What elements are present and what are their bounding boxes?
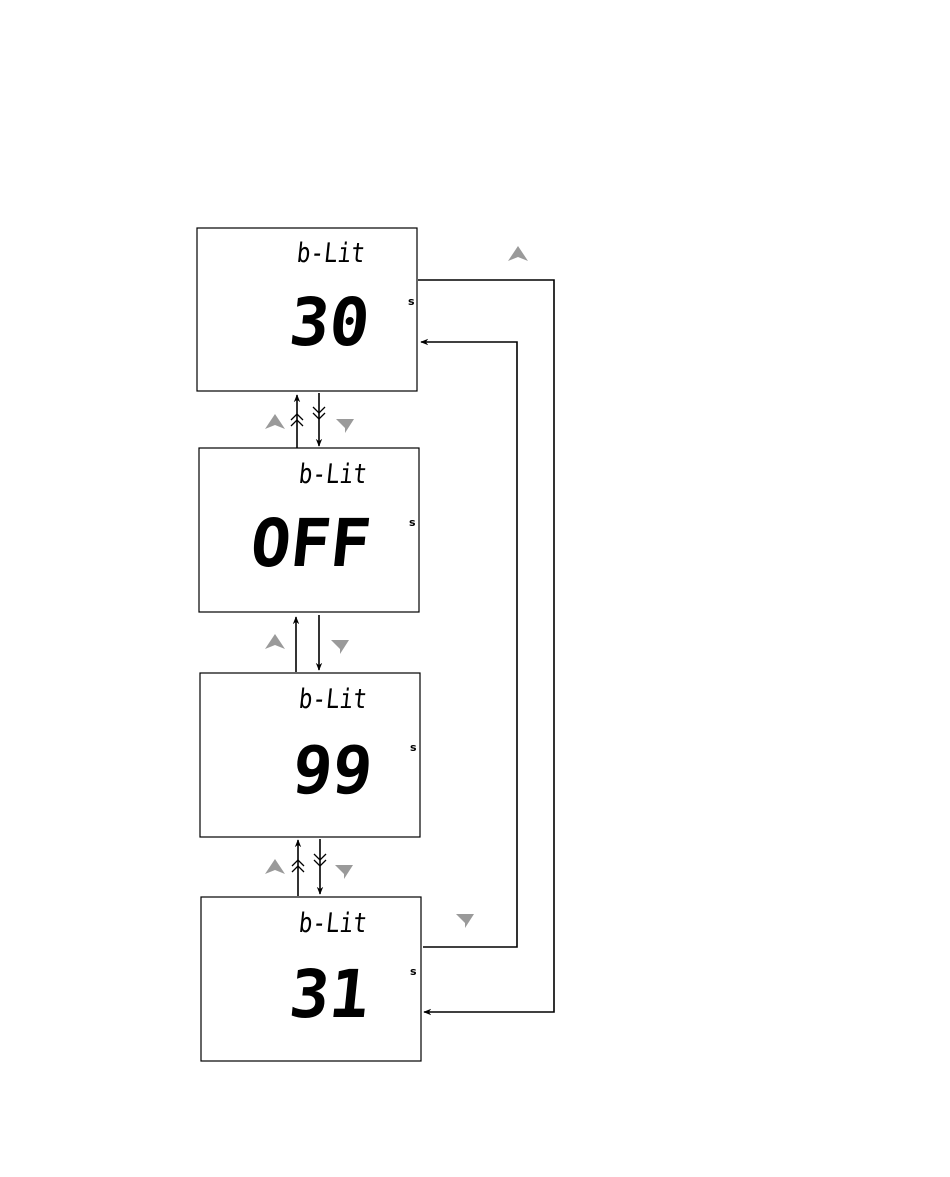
screen-value: 99 xyxy=(289,732,377,809)
screen-label: b-Lit xyxy=(297,908,368,939)
screen-label: b-Lit xyxy=(297,459,368,490)
down-key-icon xyxy=(336,419,354,433)
down-key-icon xyxy=(335,865,353,879)
screen-value: OFF xyxy=(247,505,374,582)
screen-value: 31 xyxy=(286,956,374,1033)
unit-seconds: s xyxy=(410,965,417,978)
wrap-arrow-30-to-31 xyxy=(418,280,554,1012)
up-key-icon xyxy=(265,634,285,649)
unit-seconds: s xyxy=(410,741,417,754)
unit-seconds: s xyxy=(408,295,415,308)
screen-value: 30 xyxy=(286,284,374,361)
up-key-icon xyxy=(265,859,285,874)
screen-label: b-Lit xyxy=(297,684,368,715)
up-key-icon xyxy=(508,246,528,261)
down-key-icon xyxy=(331,640,349,654)
screen-label: b-Lit xyxy=(295,238,366,269)
wrap-arrows xyxy=(418,280,554,1012)
up-key-icon xyxy=(265,414,285,429)
down-key-icon xyxy=(456,914,474,928)
unit-seconds: s xyxy=(409,516,416,529)
wrap-arrow-31-to-30 xyxy=(421,342,517,947)
